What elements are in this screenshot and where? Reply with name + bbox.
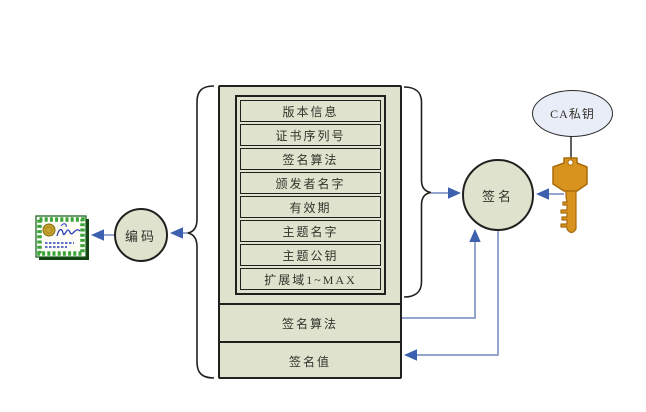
- field-row-subject-public-key: 主题公钥: [240, 244, 381, 266]
- arrow-encode-to-certificate: [91, 229, 114, 241]
- ca-private-key-label: CA私钥: [550, 107, 595, 121]
- ca-private-key-node: CA私钥: [532, 90, 613, 137]
- field-row-signature-algorithm: 签名算法: [240, 148, 381, 170]
- encode-node: 编码: [114, 208, 168, 262]
- field-row-extensions: 扩展域1~MAX: [240, 268, 381, 290]
- key-icon: [552, 157, 588, 234]
- arrow-sign-to-value: [404, 231, 499, 361]
- field-row-validity: 有效期: [240, 196, 381, 218]
- sign-node: 签名: [462, 159, 534, 231]
- field-row-issuer-name: 颁发者名字: [240, 172, 381, 194]
- sign-node-label: 签名: [481, 188, 514, 204]
- field-row-version: 版本信息: [240, 100, 381, 122]
- field-row-subject-name: 主题名字: [240, 220, 381, 242]
- arrow-algorithm-to-sign: [402, 229, 481, 319]
- left-brace-icon: [187, 85, 215, 379]
- arrow-certificate-to-encode: [170, 227, 187, 239]
- right-brace-icon: [403, 86, 432, 298]
- field-row-serial-number: 证书序列号: [240, 124, 381, 146]
- encode-node-label: 编码: [124, 228, 157, 244]
- signature-value-band: 签名值: [218, 341, 402, 379]
- arrow-key-to-sign: [536, 188, 564, 200]
- signature-algorithm-band: 签名算法: [218, 303, 402, 341]
- certificate-fields-box: 版本信息 证书序列号 签名算法 颁发者名字 有效期 主题名字 主题公钥 扩展域1…: [235, 95, 386, 295]
- certificate-icon: [35, 215, 89, 260]
- arrow-fields-to-sign: [431, 187, 461, 199]
